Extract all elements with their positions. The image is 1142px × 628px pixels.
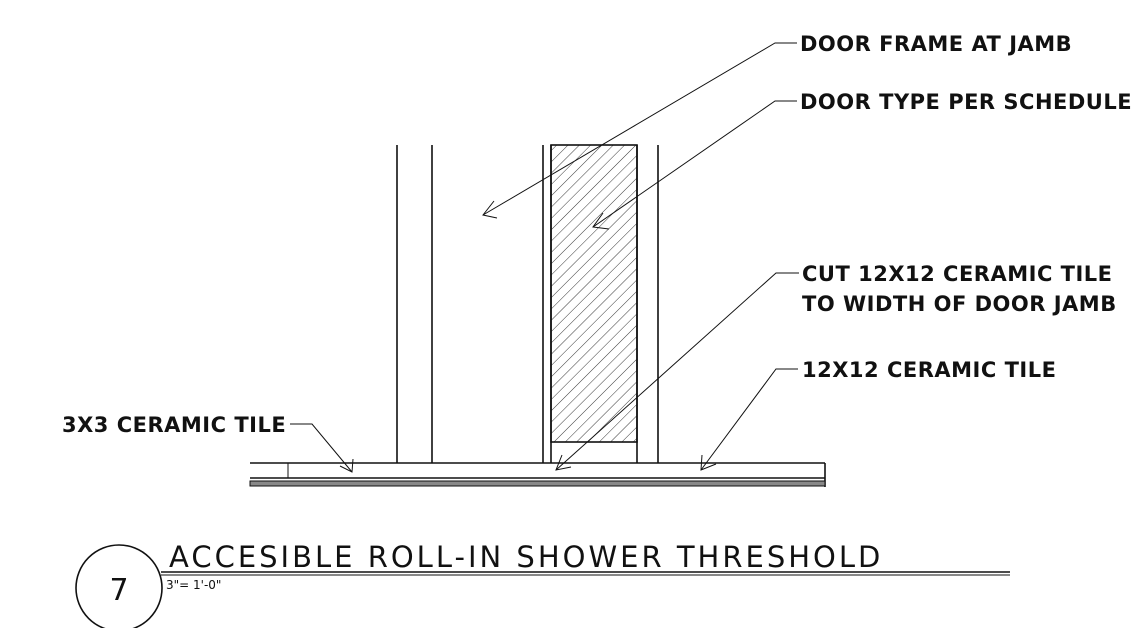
detail-number: 7 (109, 573, 128, 608)
callout-cut-tile-line1: CUT 12X12 CERAMIC TILE (802, 262, 1113, 286)
detail-title-block: 7 ACCESIBLE ROLL-IN SHOWER THRESHOLD 3"=… (75, 540, 1010, 628)
door-leaf (550, 144, 638, 443)
detail-scale: 3"= 1'-0" (166, 578, 221, 592)
callout-door-frame: DOOR FRAME AT JAMB (800, 32, 1072, 56)
detail-title: ACCESIBLE ROLL-IN SHOWER THRESHOLD (169, 540, 883, 574)
callout-3x3-tile: 3X3 CERAMIC TILE (62, 413, 286, 437)
callout-12x12-tile: 12X12 CERAMIC TILE (802, 358, 1056, 382)
callout-door-type: DOOR TYPE PER SCHEDULE (800, 90, 1132, 114)
leader-lines (290, 42, 799, 473)
callout-cut-tile-line2: TO WIDTH OF DOOR JAMB (802, 292, 1117, 316)
tile-floor (249, 462, 826, 487)
